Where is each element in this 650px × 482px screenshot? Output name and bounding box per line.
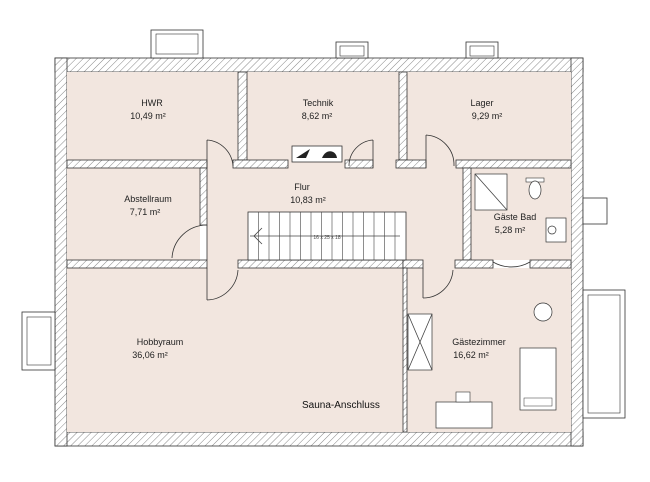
room-area-hwr: 10,49 m² [130, 111, 166, 121]
room-area-abstellraum: 7,71 m² [130, 207, 161, 217]
room-area-lager: 9,29 m² [472, 111, 503, 121]
room-name-hobbyraum: Hobbyraum [137, 337, 184, 347]
interior-walls [66, 71, 572, 433]
doors [171, 134, 531, 301]
room-name-technik: Technik [303, 98, 334, 108]
sauna-connection-note: Sauna-Anschluss [302, 400, 380, 411]
fixtures [291, 145, 567, 429]
room-name-flur: Flur [294, 182, 310, 192]
room-name-gaeste-bad: Gäste Bad [494, 212, 537, 222]
room-name-gaestezimmer: Gästezimmer [452, 337, 506, 347]
room-name-lager: Lager [470, 98, 493, 108]
room-area-flur: 10,83 m² [290, 195, 326, 205]
room-area-technik: 8,62 m² [302, 111, 333, 121]
room-name-abstellraum: Abstellraum [124, 194, 172, 204]
room-area-gaestezimmer: 16,62 m² [453, 350, 489, 360]
room-area-hobbyraum: 36,06 m² [132, 350, 168, 360]
room-labels: HWR 10,49 m² Technik 8,62 m² Lager 9,29 … [124, 98, 536, 411]
outer-walls [54, 57, 584, 447]
stair-dimension-label: 16 x 25 x 18 [313, 235, 340, 241]
room-name-hwr: HWR [141, 98, 163, 108]
windows [21, 29, 626, 419]
room-area-gaeste-bad: 5,28 m² [495, 225, 526, 235]
staircase [247, 211, 407, 261]
